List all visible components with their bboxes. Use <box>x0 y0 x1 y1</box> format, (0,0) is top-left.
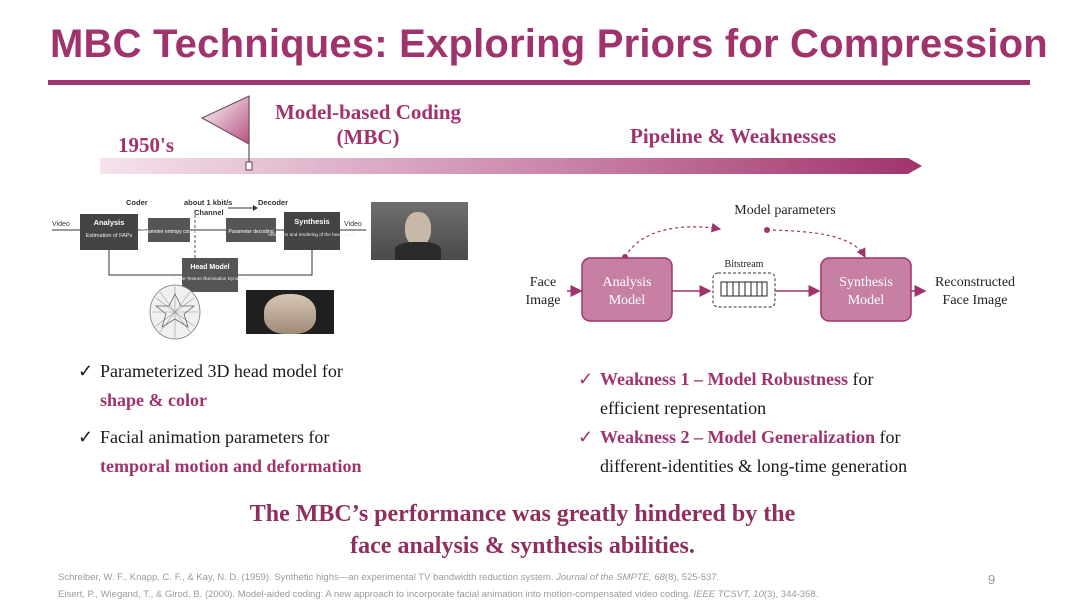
weakness-title: Weakness 1 – Model Robustness <box>600 369 849 389</box>
rate-label: about 1 kbit/s <box>184 198 232 207</box>
timeline-year: 1950's <box>118 133 175 157</box>
analysis-model-box <box>581 257 673 322</box>
coder-label: Coder <box>126 198 148 207</box>
bitstream-icon <box>720 281 768 297</box>
title-underline <box>48 80 1030 85</box>
flag-icon <box>200 95 250 145</box>
video-out-label: Video <box>344 221 362 228</box>
channel-label: Channel <box>194 208 224 217</box>
bullet-text: for <box>848 369 874 389</box>
decoded-video-photo <box>371 202 468 260</box>
svg-text:Parameter entropy coding: Parameter entropy coding <box>140 229 198 235</box>
milestone-line2: (MBC) <box>336 125 400 149</box>
milestone-line1: Model-based Coding <box>274 100 462 124</box>
check-icon: ✓ <box>578 369 594 389</box>
head-model-block <box>182 258 238 292</box>
check-icon: ✓ <box>78 427 94 447</box>
bullet-text: for <box>874 427 901 447</box>
textured-head-photo <box>246 290 334 334</box>
reconstructed-line2: Face Image <box>943 293 1008 308</box>
reference-1: Schreiber, W. F., Knapp, C. F., & Kay, N… <box>58 572 720 583</box>
bullet-continuation: different-identities & long-time generat… <box>600 456 908 476</box>
check-icon: ✓ <box>78 361 94 381</box>
decoder-label: Decoder <box>258 198 288 207</box>
params-arrow-left <box>624 222 722 258</box>
face-image-line1: Face <box>530 275 556 290</box>
analysis-line2: Model <box>609 293 646 308</box>
svg-text:Estimation of FAPs: Estimation of FAPs <box>86 233 133 239</box>
param-coding-block <box>148 218 190 242</box>
params-arrow-right <box>766 229 866 259</box>
right-bullet-2: ✓ Weakness 2 – Model Generalization for d… <box>578 423 907 481</box>
check-icon: ✓ <box>578 427 594 447</box>
conclusion-line1: The MBC’s performance was greatly hinder… <box>249 501 796 527</box>
conclusion-statement: The MBC’s performance was greatly hinder… <box>0 498 1045 562</box>
timeline-arrow <box>100 95 922 174</box>
timeline-bar <box>100 158 922 174</box>
head-render-shape <box>264 294 316 334</box>
bitstream-label: Bitstream <box>725 259 764 270</box>
bullet-continuation: efficient representation <box>600 398 767 418</box>
synthesis-model-box <box>820 257 912 322</box>
analysis-line1: Analysis <box>603 275 652 290</box>
left-bullet-1: ✓ Parameterized 3D head model for shape &… <box>78 357 343 415</box>
reconstructed-line1: Reconstructed <box>935 275 1015 290</box>
right-bullet-1: ✓ Weakness 1 – Model Robustness for effic… <box>578 365 874 423</box>
left-bullet-2: ✓ Facial animation parameters for tempora… <box>78 423 361 481</box>
synthesis-block <box>284 212 340 250</box>
page-number: 9 <box>988 572 996 587</box>
synthesis-line2: Model <box>848 293 885 308</box>
conclusion-line2: face analysis & synthesis abilities. <box>350 533 695 559</box>
bullet-highlight: shape & color <box>100 390 207 410</box>
svg-text:Shape Texture Illumination Dyn: Shape Texture Illumination Dynamics <box>172 276 248 281</box>
milestone-label: Model-based Coding (MBC) <box>268 100 468 150</box>
synthesis-line1: Synthesis <box>839 275 893 290</box>
flag-marker <box>245 161 253 171</box>
slide-title: MBC Techniques: Exploring Priors for Com… <box>50 22 1048 66</box>
mbc-pipeline-diagram: Model parameters Face Image Analysis Mod… <box>526 203 1015 322</box>
analysis-block <box>80 214 138 250</box>
svg-text:Animation and rendering of the: Animation and rendering of the head mode… <box>268 232 356 237</box>
face-shape <box>405 212 431 246</box>
svg-text:Synthesis: Synthesis <box>294 217 329 226</box>
bullet-highlight: temporal motion and deformation <box>100 456 362 476</box>
reference-2: Eisert, P., Wiegand, T., & Girod, B. (20… <box>58 589 819 600</box>
bullet-text: Parameterized 3D head model for <box>100 361 343 381</box>
param-decoding-block <box>226 218 276 242</box>
svg-text:Analysis: Analysis <box>94 218 125 227</box>
wireframe-head-icon <box>149 284 201 340</box>
bullet-text: Facial animation parameters for <box>100 427 330 447</box>
video-in-label: Video <box>52 221 70 228</box>
pipeline-label: Pipeline & Weaknesses <box>630 124 837 148</box>
classic-mbc-diagram: Coder about 1 kbit/s Decoder Channel Vid… <box>52 198 366 340</box>
model-parameters-label: Model parameters <box>734 203 835 218</box>
weakness-title: Weakness 2 – Model Generalization <box>600 427 875 447</box>
face-image-line2: Image <box>526 293 561 308</box>
svg-text:Head Model: Head Model <box>190 264 229 271</box>
svg-text:Parameter decoding: Parameter decoding <box>228 229 273 235</box>
shoulder-shape <box>395 242 441 260</box>
